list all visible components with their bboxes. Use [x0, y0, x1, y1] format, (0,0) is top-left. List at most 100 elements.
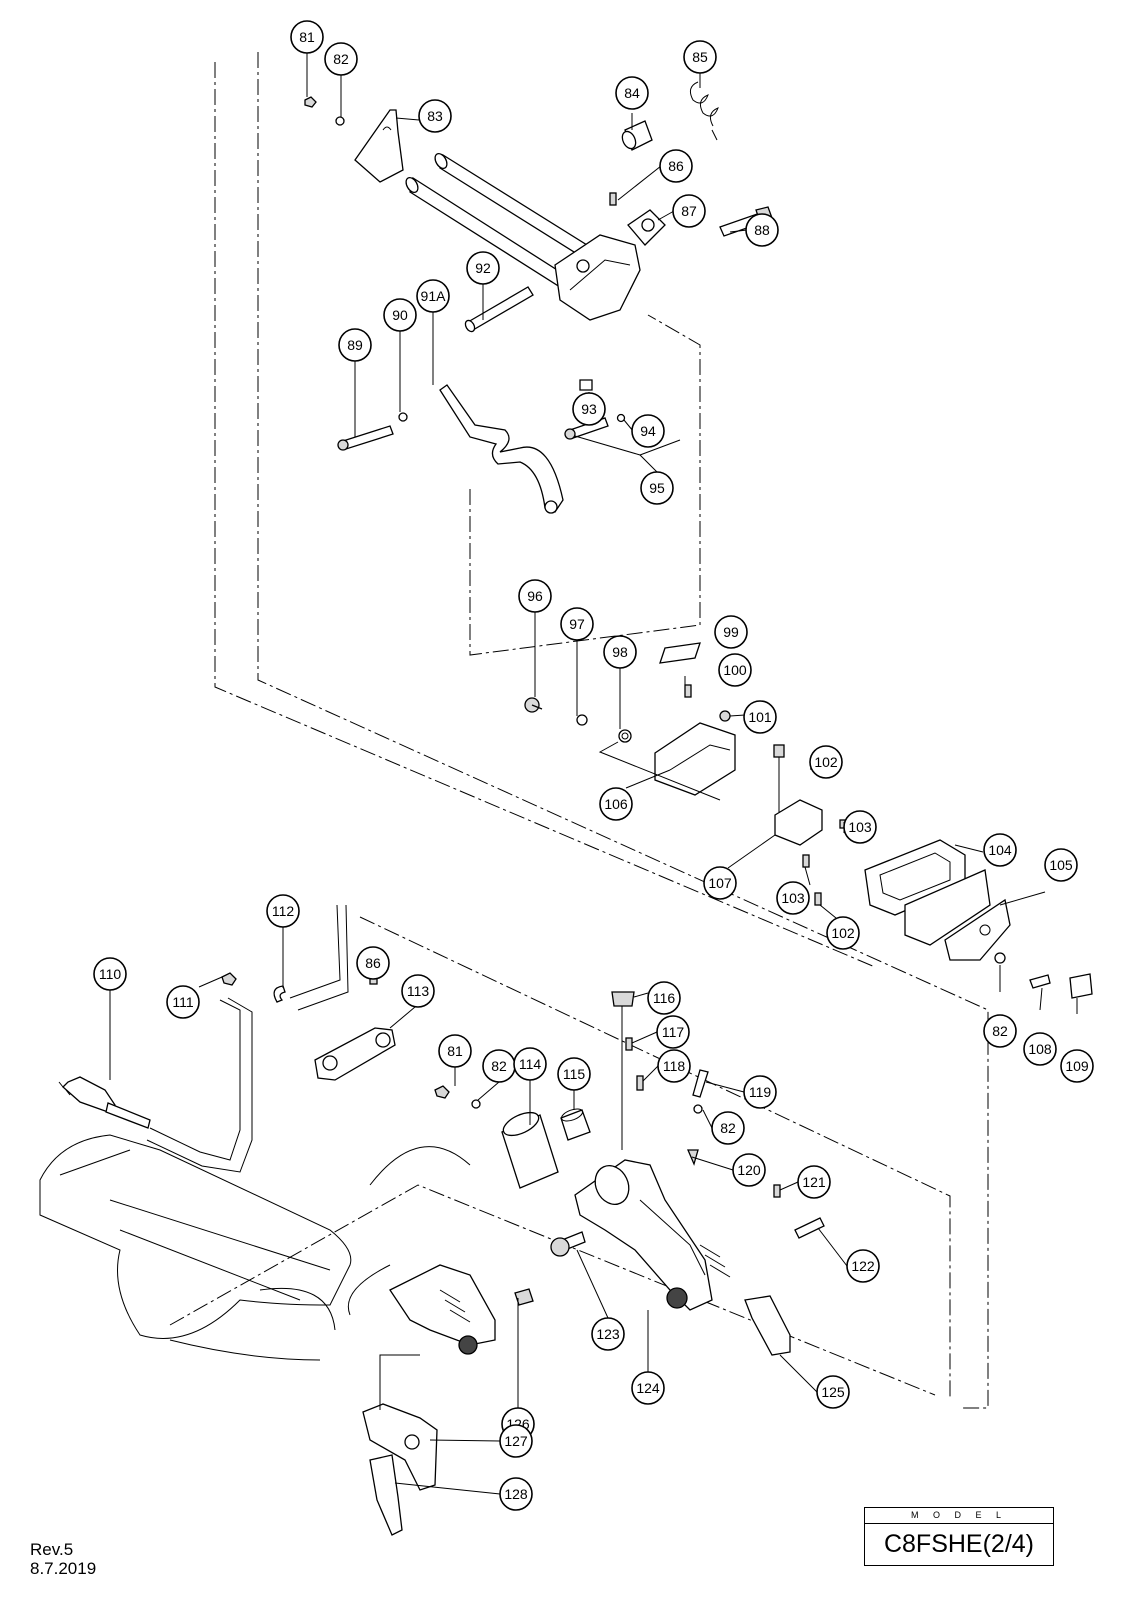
callout-116: 116 — [647, 981, 681, 1015]
middle-assembly — [524, 642, 1093, 999]
svg-text:124: 124 — [636, 1380, 660, 1396]
callout-113: 113 — [401, 974, 435, 1008]
svg-text:82: 82 — [333, 51, 349, 67]
svg-text:119: 119 — [749, 1084, 772, 1100]
svg-text:122: 122 — [851, 1258, 875, 1274]
callout-107: 107 — [703, 866, 737, 900]
callout-94: 94 — [631, 414, 665, 448]
svg-text:102: 102 — [831, 925, 855, 941]
upper-assembly — [304, 81, 773, 514]
callout-85: 85 — [683, 40, 717, 74]
callout-121: 121 — [797, 1165, 831, 1199]
callout-98: 98 — [603, 635, 637, 669]
callout-90: 90 — [383, 298, 417, 332]
svg-text:99: 99 — [723, 624, 739, 640]
callout-89: 89 — [338, 328, 372, 362]
svg-text:82: 82 — [720, 1120, 736, 1136]
svg-text:82: 82 — [491, 1058, 507, 1074]
svg-text:103: 103 — [848, 819, 872, 835]
callout-92: 92 — [466, 251, 500, 285]
callout-87: 87 — [672, 194, 706, 228]
svg-text:121: 121 — [802, 1174, 826, 1190]
lower-assembly — [39, 904, 825, 1536]
svg-text:128: 128 — [504, 1486, 528, 1502]
callout-101: 101 — [743, 700, 777, 734]
revision-info: Rev.5 8.7.2019 — [30, 1540, 96, 1578]
callout-102b: 102 — [826, 916, 860, 950]
svg-text:96: 96 — [527, 588, 543, 604]
svg-text:108: 108 — [1028, 1041, 1052, 1057]
revision-date: 8.7.2019 — [30, 1559, 97, 1578]
svg-text:106: 106 — [604, 796, 628, 812]
callout-110: 110 — [93, 957, 127, 991]
svg-text:97: 97 — [569, 616, 585, 632]
svg-text:109: 109 — [1065, 1058, 1089, 1074]
svg-text:104: 104 — [988, 842, 1012, 858]
callout-82c: 82 — [482, 1049, 516, 1083]
callout-91a: 91A — [416, 279, 450, 313]
callout-86b: 86 — [356, 946, 390, 980]
svg-text:107: 107 — [708, 875, 732, 891]
svg-text:102: 102 — [814, 754, 838, 770]
svg-text:89: 89 — [347, 337, 363, 353]
callout-81: 81 — [290, 20, 324, 54]
callout-112: 112 — [266, 894, 300, 928]
callout-123: 123 — [591, 1317, 625, 1351]
svg-text:105: 105 — [1049, 857, 1073, 873]
svg-text:84: 84 — [624, 85, 640, 101]
callout-114: 114 — [513, 1047, 547, 1081]
svg-text:92: 92 — [475, 260, 491, 276]
callout-108: 108 — [1023, 1032, 1057, 1066]
callout-104: 104 — [983, 833, 1017, 867]
svg-text:101: 101 — [748, 709, 772, 725]
callout-103b: 103 — [776, 881, 810, 915]
svg-text:82: 82 — [992, 1023, 1008, 1039]
callout-99: 99 — [714, 615, 748, 649]
svg-text:113: 113 — [407, 983, 430, 999]
callout-117: 117 — [656, 1015, 690, 1049]
callout-96: 96 — [518, 579, 552, 613]
callout-105: 105 — [1044, 848, 1078, 882]
svg-text:85: 85 — [692, 49, 708, 65]
svg-text:123: 123 — [596, 1326, 620, 1342]
callout-82b: 82 — [983, 1014, 1017, 1048]
callout-128: 128 — [499, 1477, 533, 1511]
svg-text:114: 114 — [519, 1056, 542, 1072]
svg-text:98: 98 — [612, 644, 628, 660]
callout-109: 109 — [1060, 1049, 1094, 1083]
svg-text:90: 90 — [392, 307, 408, 323]
svg-text:118: 118 — [663, 1058, 686, 1074]
svg-text:117: 117 — [662, 1024, 685, 1040]
svg-text:127: 127 — [504, 1433, 528, 1449]
svg-text:93: 93 — [581, 401, 597, 417]
callout-84: 84 — [615, 76, 649, 110]
callout-120: 120 — [732, 1153, 766, 1187]
svg-text:95: 95 — [649, 480, 665, 496]
callout-111: 111 — [166, 985, 200, 1019]
callout-86: 86 — [659, 149, 693, 183]
callout-88: 88 — [745, 213, 779, 247]
svg-text:115: 115 — [563, 1066, 586, 1082]
svg-text:87: 87 — [681, 203, 697, 219]
svg-text:116: 116 — [653, 990, 676, 1006]
svg-text:86: 86 — [668, 158, 684, 174]
svg-text:110: 110 — [99, 966, 122, 982]
svg-text:112: 112 — [272, 903, 295, 919]
svg-text:88: 88 — [754, 222, 770, 238]
model-caption: M O D E L — [865, 1509, 1053, 1524]
callout-100: 100 — [718, 653, 752, 687]
callout-82: 82 — [324, 42, 358, 76]
svg-text:81: 81 — [447, 1043, 463, 1059]
callout-127: 127 — [499, 1424, 533, 1458]
callout-115: 115 — [557, 1057, 591, 1091]
svg-text:111: 111 — [172, 994, 193, 1010]
svg-text:125: 125 — [821, 1384, 845, 1400]
model-title-block: M O D E L C8FSHE(2/4) — [864, 1507, 1054, 1566]
callout-81b: 81 — [438, 1034, 472, 1068]
callout-122: 122 — [846, 1249, 880, 1283]
callout-83: 83 — [418, 99, 452, 133]
revision-label: Rev.5 — [30, 1540, 74, 1559]
svg-text:86: 86 — [365, 955, 381, 971]
callout-103: 103 — [843, 810, 877, 844]
